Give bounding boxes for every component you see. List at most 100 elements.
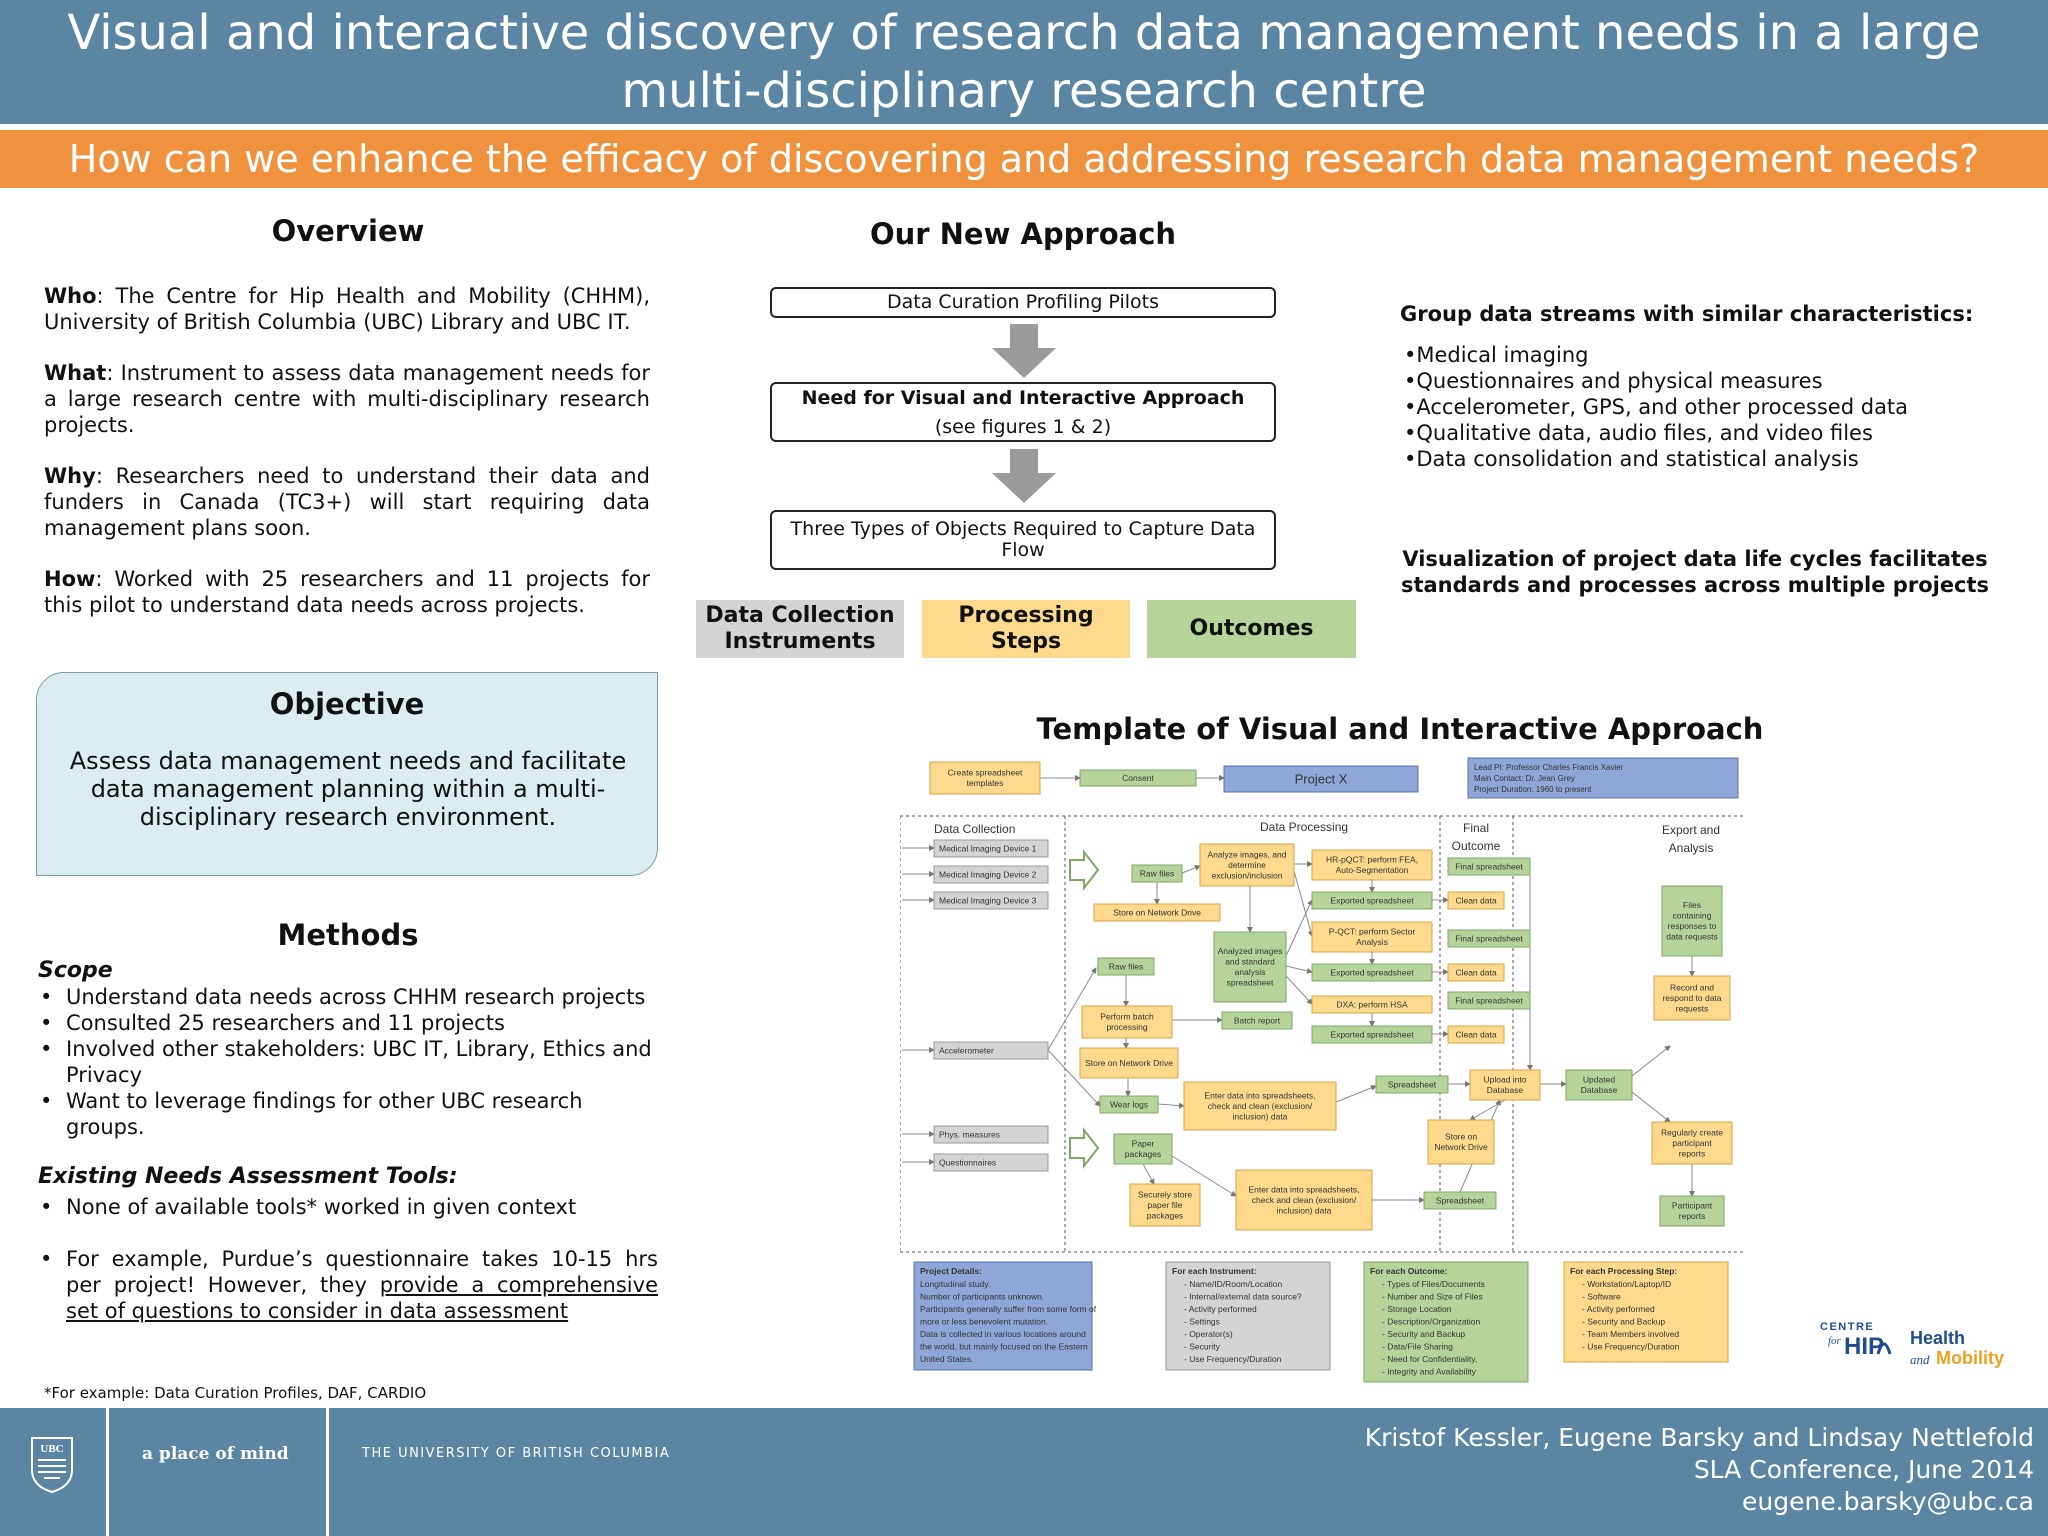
legend-project-details-line: the world, but mainly focused on the Eas… xyxy=(920,1342,1088,1352)
how-text: : Worked with 25 researchers and 11 proj… xyxy=(44,567,650,617)
enter-data-box: Enter data into spreadsheets,check and c… xyxy=(1183,1081,1337,1131)
flow-connector xyxy=(1293,870,1314,937)
enter-data-box-label: Enter data into spreadsheets, xyxy=(1204,1090,1315,1100)
footer: UBC a place of mind THE UNIVERSITY OF BR… xyxy=(0,1408,2048,1536)
flow-connector xyxy=(1631,1045,1671,1077)
legend-outcome-line: - Description/Organization xyxy=(1382,1317,1481,1327)
project-box-label: Project X xyxy=(1295,772,1348,787)
participant-reports-box-label: reports xyxy=(1679,1148,1705,1158)
secure-paper-box-label: packages xyxy=(1147,1210,1183,1220)
project-box: Project X xyxy=(1223,765,1419,793)
chhm-logo-mobility: Mobility xyxy=(1936,1348,2004,1368)
spreadsheet-box: Spreadsheet xyxy=(1375,1075,1449,1094)
batch-processing-box-label: processing xyxy=(1106,1022,1147,1032)
visualization-note: Visualization of project data life cycle… xyxy=(1400,547,1990,597)
analyzed-images-box-label: spreadsheet xyxy=(1227,978,1274,988)
analyzed-images-box-label: and standard xyxy=(1225,957,1275,967)
batch-report-box: Batch report xyxy=(1221,1011,1293,1030)
store-network-box: Store on Network Drive xyxy=(1093,903,1221,922)
exported-spreadsheet-box-label: Exported spreadsheet xyxy=(1330,1029,1414,1039)
exported-spreadsheet-box: Exported spreadsheet xyxy=(1311,1025,1433,1044)
flow-step-objects: Three Types of Objects Required to Captu… xyxy=(770,510,1276,570)
legend-outcome-title: For each Outcome: xyxy=(1370,1266,1448,1276)
conference: SLA Conference, June 2014 xyxy=(1693,1455,2034,1484)
legend-instrument-line: - Security xyxy=(1184,1342,1221,1352)
create-templates-box-label: Create spreadsheet xyxy=(948,768,1023,778)
what-label: What xyxy=(44,361,107,385)
updated-database-box-label: Database xyxy=(1581,1085,1618,1095)
project-info-box xyxy=(1467,757,1739,799)
flow-connector xyxy=(1047,967,1097,1051)
raw-files-box: Raw files xyxy=(1131,864,1183,883)
instrument-box: Questionnaires xyxy=(933,1153,1049,1172)
spreadsheet-box-label: Spreadsheet xyxy=(1388,1079,1437,1089)
grouping-list: Medical imaging Questionnaires and physi… xyxy=(1404,342,1908,472)
column-data-collection: Data Collection xyxy=(934,822,1015,836)
legend-instrument-line: - Use Frequency/Duration xyxy=(1184,1354,1282,1364)
project-lead: Lead PI: Professor Charles Francis Xavie… xyxy=(1474,763,1624,772)
analyze-images-box-label: Analyze images, and xyxy=(1208,849,1287,859)
secure-paper-box-label: Securely store xyxy=(1138,1189,1193,1199)
instrument-box-label: Medical Imaging Device 1 xyxy=(939,843,1037,853)
legend-instrument-line: - Internal/external data source? xyxy=(1184,1292,1302,1302)
tools-list: None of available tools* worked in given… xyxy=(38,1194,658,1324)
legend-processing-step-line: - Activity performed xyxy=(1582,1304,1655,1314)
analyzed-images-box-label: analysis xyxy=(1235,967,1266,977)
enter-data-box-label: inclusion) data xyxy=(1233,1111,1288,1121)
grouping-item: Data consolidation and statistical analy… xyxy=(1404,446,1908,472)
legend-instrument-line: - Activity performed xyxy=(1184,1304,1257,1314)
enter-data-box-label: check and clean (exclusion/ xyxy=(1252,1195,1357,1205)
upload-database-box-label: Upload into xyxy=(1483,1075,1526,1085)
flow-connector xyxy=(1631,1091,1671,1123)
chhm-logo-hip: HIP xyxy=(1844,1333,1884,1360)
how-label: How xyxy=(44,567,96,591)
legend-processing-step: For each Processing Step:- Workstation/L… xyxy=(1563,1261,1729,1363)
legend-project-details: Project Details:Longitudinal study.Numbe… xyxy=(913,1261,1097,1371)
poster-title: Visual and interactive discovery of rese… xyxy=(0,0,2048,124)
down-arrow-icon xyxy=(992,324,1056,378)
template-heading: Template of Visual and Interactive Appro… xyxy=(1036,712,1764,746)
batch-report-box-label: Batch report xyxy=(1234,1015,1281,1025)
column-data-processing: Data Processing xyxy=(1260,820,1348,834)
final-spreadsheet-box-label: Final spreadsheet xyxy=(1455,995,1523,1005)
record-respond-box-label: requests xyxy=(1676,1003,1709,1013)
overview-how: How: Worked with 25 researchers and 11 p… xyxy=(44,566,650,618)
store-network-box: Store on Network Drive xyxy=(1079,1047,1179,1079)
category-outcomes: Outcomes xyxy=(1147,600,1356,658)
scope-item: Want to leverage findings for other UBC … xyxy=(38,1088,658,1140)
methods-body: Scope Understand data needs across CHHM … xyxy=(38,958,658,1324)
consent-box: Consent xyxy=(1079,769,1197,787)
instrument-box: Medical Imaging Device 1 xyxy=(933,839,1049,858)
methods-heading: Methods xyxy=(277,918,419,952)
instrument-box-label: Accelerometer xyxy=(939,1045,994,1055)
instrument-box-label: Medical Imaging Device 2 xyxy=(939,869,1037,879)
legend-instrument-line: - Operator(s) xyxy=(1184,1329,1233,1339)
category-processing: Processing Steps xyxy=(922,600,1130,658)
flow-connector xyxy=(1285,965,1313,974)
scope-label: Scope xyxy=(38,958,113,983)
objective-text: Assess data management needs and facilit… xyxy=(69,747,627,831)
legend-processing-step-title: For each Processing Step: xyxy=(1570,1266,1677,1276)
enter-data-box-label: check and clean (exclusion/ xyxy=(1208,1101,1313,1111)
instrument-box: Medical Imaging Device 3 xyxy=(933,891,1049,910)
objective-heading: Objective xyxy=(269,687,425,721)
contact-email[interactable]: eugene.barsky@ubc.ca xyxy=(1742,1487,2034,1516)
upload-database-box-label: Database xyxy=(1487,1085,1524,1095)
analyze-images-box-label: exclusion/inclusion xyxy=(1212,870,1283,880)
instrument-box: Accelerometer xyxy=(933,1041,1049,1060)
clean-data-box-label: Clean data xyxy=(1455,1029,1496,1039)
down-arrow-icon xyxy=(992,449,1056,503)
questions-link[interactable]: provide a comprehensive set of questions… xyxy=(66,1273,658,1323)
enter-data-box: Enter data into spreadsheets,check and c… xyxy=(1235,1169,1373,1231)
flow-connector xyxy=(1285,975,1313,1005)
final-spreadsheet-box: Final spreadsheet xyxy=(1447,929,1531,948)
flow-connector xyxy=(1142,1163,1155,1185)
flow-step-visual: Need for Visual and Interactive Approach… xyxy=(770,382,1276,442)
flow-connector xyxy=(1285,899,1313,957)
flow-connector xyxy=(1335,1085,1377,1103)
